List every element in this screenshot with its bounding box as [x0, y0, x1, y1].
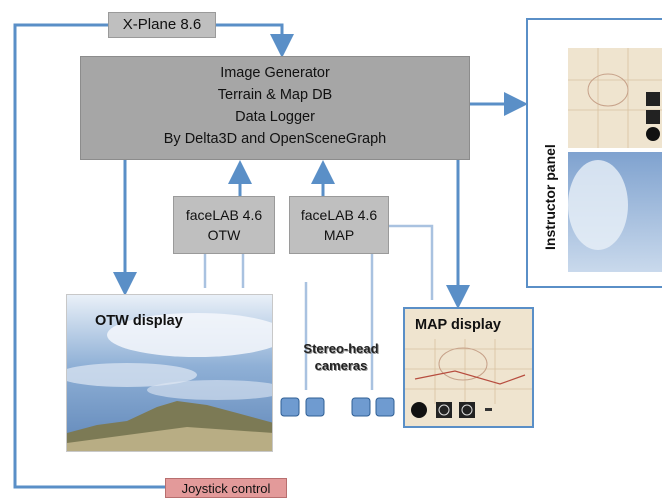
- facelab-map-line-2: MAP: [323, 227, 355, 243]
- joystick-control-box: Joystick control: [165, 478, 287, 498]
- stereo-cameras-right: [351, 397, 395, 417]
- instructor-panel: Instructor panel: [526, 18, 662, 288]
- stereo-cameras-left: [280, 397, 325, 417]
- facelab-map-camera-line-2: [389, 224, 434, 300]
- joystick-label: Joystick control: [181, 481, 271, 496]
- instructor-screens: [568, 48, 662, 272]
- xplane-box: X-Plane 8.6: [108, 12, 216, 38]
- xplane-label: X-Plane 8.6: [122, 16, 202, 33]
- image-generator-box: Image Generator Terrain & Map DB Data Lo…: [80, 56, 470, 160]
- otw-sky-scene: [67, 295, 272, 451]
- ig-line-3: Data Logger: [235, 109, 315, 125]
- xplane-joystick-loop: [13, 23, 165, 489]
- facelab-map-box: faceLAB 4.6 MAP: [289, 196, 389, 254]
- otw-display-title: OTW display: [95, 313, 183, 329]
- xplane-to-ig-arrow: [216, 23, 294, 58]
- ig-line-2: Terrain & Map DB: [217, 87, 333, 103]
- facelab-otw-box: faceLAB 4.6 OTW: [173, 196, 275, 254]
- ig-line-1: Image Generator: [220, 65, 330, 81]
- map-image: [405, 309, 532, 426]
- map-display-title: MAP display: [415, 317, 501, 333]
- stereo-label-line-1: Stereo-head: [303, 341, 379, 356]
- stereo-label-line-2: cameras: [314, 358, 368, 373]
- facelab-map-line-1: faceLAB 4.6: [300, 207, 378, 223]
- otw-display: OTW display: [66, 294, 273, 452]
- map-display: MAP display: [403, 307, 534, 428]
- ig-line-4: By Delta3D and OpenSceneGraph: [163, 131, 387, 147]
- instructor-panel-title: Instructor panel: [542, 144, 558, 250]
- stereo-cameras-label: Stereo-head cameras: [282, 340, 400, 374]
- facelab-otw-line-2: OTW: [207, 227, 241, 243]
- facelab-otw-line-1: faceLAB 4.6: [185, 207, 263, 223]
